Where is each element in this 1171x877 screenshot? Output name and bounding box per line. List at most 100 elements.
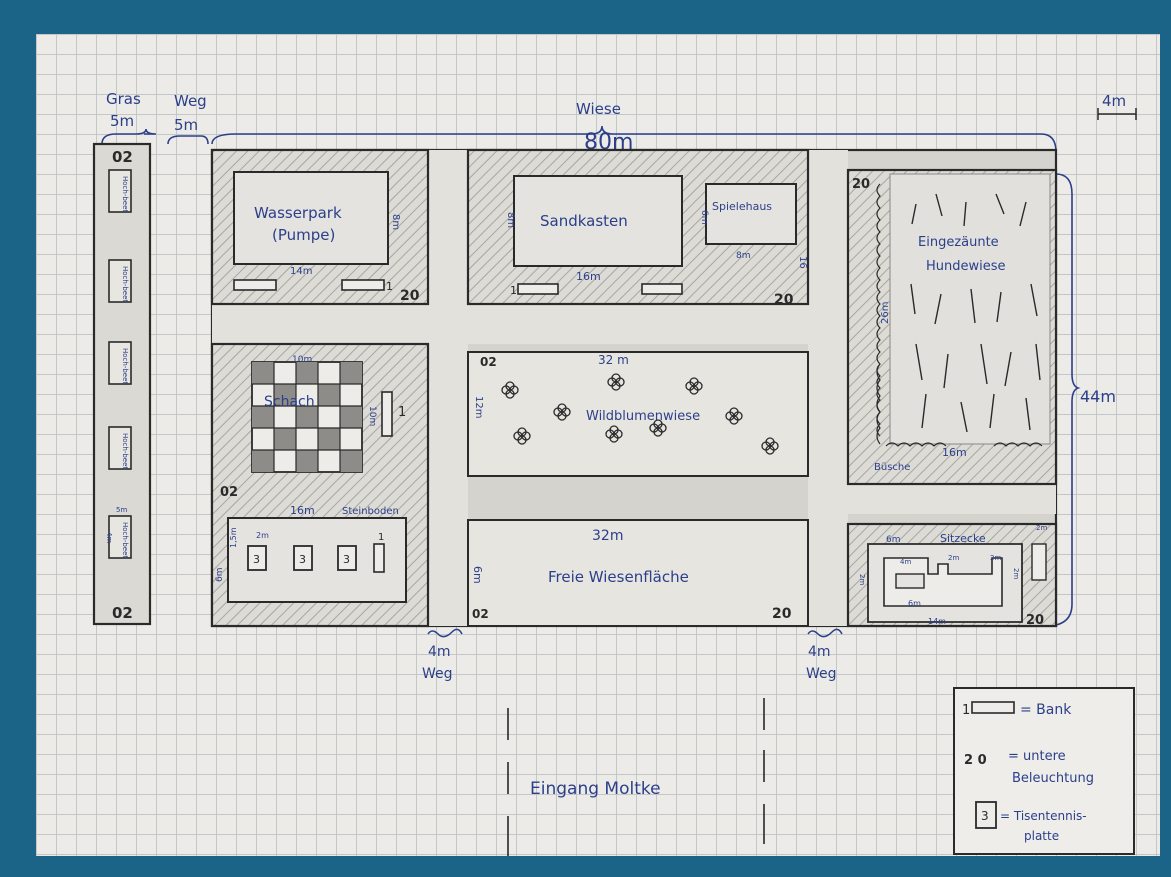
spielehaus-height: 6m	[699, 210, 709, 225]
bench-number: 1	[386, 280, 393, 293]
schach-title: Schach	[264, 394, 315, 410]
legend-bench-icon	[971, 701, 1015, 714]
hochbeet-5-width: 5m	[116, 506, 127, 514]
sitzecke-title: Sitzecke	[940, 532, 986, 545]
wasserpark-width: 14m	[290, 266, 312, 277]
sandkasten-title: Sandkasten	[540, 212, 628, 230]
bench	[641, 283, 683, 295]
bench	[1031, 543, 1047, 581]
sitzecke-light-code: 20	[1026, 613, 1044, 628]
gras-label: Gras	[106, 90, 141, 108]
sandkasten-pit	[513, 175, 683, 267]
steinboden-title: Steinboden	[342, 506, 399, 517]
steinboden-height: 6m	[215, 568, 225, 583]
wildblumen-title: Wildblumenwiese	[586, 409, 700, 424]
hochbeet-4	[108, 426, 132, 470]
bench	[517, 283, 559, 295]
hochbeet-label-4: Hoch-beet	[121, 433, 129, 469]
sitzecke-w2: 4m	[900, 558, 911, 566]
gras-width-label: 5m	[110, 112, 134, 130]
wasserpark-pool	[233, 171, 389, 265]
sitzecke-w4: 2m	[990, 554, 1001, 562]
path-horizontal	[212, 304, 848, 344]
bench-number: 1	[378, 532, 384, 543]
path-2-label: Weg	[806, 666, 837, 682]
tile-width: 2m	[256, 531, 269, 540]
bench-number: 1	[510, 284, 517, 297]
tt-table-2-label: 3	[299, 553, 306, 566]
weg-label: Weg	[174, 92, 207, 110]
hundewiese-field	[889, 173, 1051, 445]
schach-light-code: 02	[220, 485, 238, 500]
freie-title: Freie Wiesenfläche	[548, 568, 689, 586]
hundewiese-width: 16m	[942, 446, 967, 459]
legend-table-label-1: = Tisentennis-	[1000, 809, 1087, 823]
legend-table-symbol: 3	[981, 809, 989, 823]
freie-width: 32m	[592, 528, 623, 544]
gras-brace	[101, 128, 157, 145]
scale-label: 4m	[1102, 92, 1126, 110]
wasserpark-title: Wasserpark	[254, 204, 342, 222]
wildblumen-light-code: 02	[480, 355, 497, 369]
chess-board	[251, 361, 363, 473]
wildblumen-height: 12m	[473, 396, 484, 418]
tile-height: 1,5m	[229, 527, 238, 548]
park-plan-drawing: Gras 5m Weg 5m Wiese 80m 4m 44m 02 02 Ho…	[92, 90, 1137, 856]
hundewiese-height: 26m	[880, 302, 891, 324]
hochbeet-label-5: Hoch-beet	[121, 522, 129, 558]
legend-bank-label: = Bank	[1020, 702, 1072, 718]
sitzecke-h1: 2m	[858, 574, 866, 585]
flower-icons	[501, 373, 779, 455]
bench	[233, 279, 277, 291]
legend-light-symbol: 2 0	[964, 753, 987, 768]
path-1-label: Weg	[422, 666, 453, 682]
hochbeet-label-1: Hoch-beet	[121, 176, 129, 212]
height-label: 44m	[1080, 387, 1116, 406]
wiese-label: Wiese	[576, 100, 621, 118]
bench	[373, 543, 385, 573]
sitzecke-benches	[883, 557, 1003, 607]
schach-width: 10m	[292, 355, 312, 365]
legend-light-label-1: = untere	[1008, 749, 1066, 764]
hundewiese-light-code: 20	[852, 177, 870, 192]
sitzecke-w5: 6m	[908, 599, 921, 608]
spielehaus	[705, 183, 797, 245]
sandkasten-light-code: 20	[774, 292, 794, 308]
hedge-vertical	[876, 183, 1043, 447]
hochbeet-5-height: 4m	[105, 532, 113, 543]
grass-strokes	[910, 193, 1041, 433]
wildblumen-width: 32 m	[598, 353, 629, 367]
bench	[381, 391, 393, 437]
spielehaus-title: Spielehaus	[712, 200, 772, 213]
sitzecke-h2: 2m	[1012, 568, 1020, 579]
tt-table-2	[293, 545, 313, 571]
sitzecke-table	[895, 573, 925, 589]
sandkasten-height: 8m	[505, 212, 516, 228]
hochbeet-1	[108, 169, 132, 213]
freie-light-code-right: 20	[772, 606, 792, 622]
schach-height: 10m	[367, 406, 377, 426]
sandkasten-width: 16m	[576, 270, 601, 283]
scale-bar	[1097, 108, 1137, 120]
sitzecke-w6: 14m	[928, 617, 946, 626]
sitzecke-w3: 2m	[948, 554, 959, 562]
bench-number: 1	[398, 405, 406, 420]
sitzecke-h3: 2m	[1036, 524, 1047, 532]
strip-top-code: 02	[112, 148, 133, 166]
wasserpark-height: 8m	[390, 214, 401, 230]
freie-height: 6m	[471, 566, 484, 584]
hundewiese-title-2: Hundewiese	[926, 259, 1006, 274]
wasserpark-subtitle: (Pumpe)	[272, 226, 335, 244]
tt-table-1	[247, 545, 267, 571]
wasserpark-light-code: 20	[400, 288, 420, 304]
paper-sheet: Gras 5m Weg 5m Wiese 80m 4m 44m 02 02 Ho…	[36, 34, 1160, 856]
sitzecke-w1: 6m	[886, 535, 901, 545]
freie-light-code-left: 02	[472, 607, 489, 621]
legend-table-label-2: platte	[1024, 829, 1059, 843]
path-brace-2	[807, 628, 843, 638]
legend-light-label-2: Beleuchtung	[1012, 771, 1094, 786]
block-freie-wiese	[467, 519, 809, 627]
wiese-brace	[211, 125, 1057, 153]
path-2-width: 4m	[808, 644, 831, 660]
hochbeet-2	[108, 259, 132, 303]
